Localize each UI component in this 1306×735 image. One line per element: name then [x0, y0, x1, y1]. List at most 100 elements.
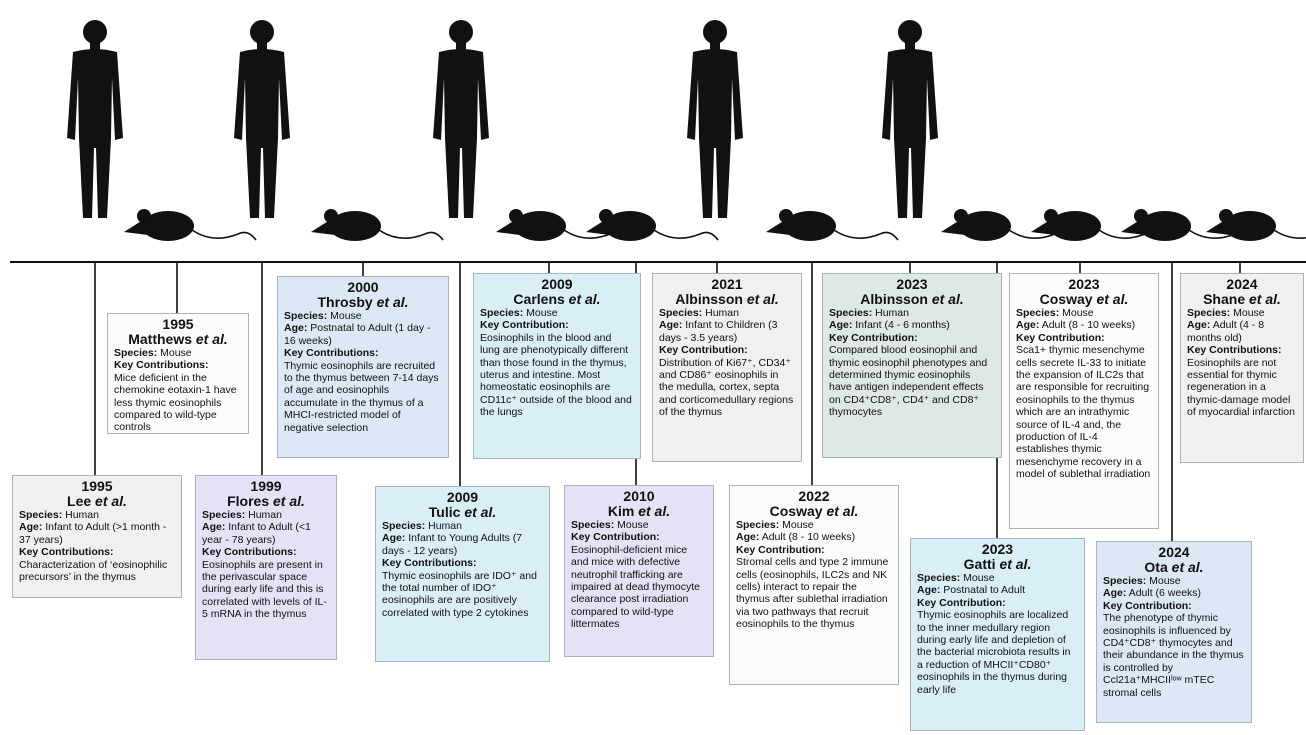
entry-card: 2021 Albinsson et al. Species: Human Age… [652, 273, 802, 462]
entry-year: 1995 [114, 317, 242, 332]
human-silhouette-icon [687, 20, 743, 218]
entry-contribution-text: Eosinophil-deficient mice and mice with … [571, 544, 707, 631]
entry-field: Species: Human [659, 307, 795, 319]
entry-field: Key Contribution: [1016, 332, 1152, 344]
entry-field: Key Contributions: [114, 359, 242, 371]
entry-field: Species: Mouse [1016, 307, 1152, 319]
entry-field: Key Contribution: [736, 544, 892, 556]
entry-contribution-text: Distribution of Ki67⁺, CD34⁺ and CD86⁺ e… [659, 357, 795, 419]
entry-field: Species: Mouse [114, 347, 242, 359]
entry-field: Age: Adult (8 - 10 weeks) [736, 531, 892, 543]
entry-contribution-text: Mice deficient in the chemokine eotaxin-… [114, 372, 242, 434]
entry-field: Key Contributions: [382, 557, 543, 569]
entry-author: Cosway et al. [736, 504, 892, 519]
entry-field: Species: Mouse [1187, 307, 1297, 319]
entry-field: Age: Adult (8 - 10 weeks) [1016, 319, 1152, 331]
entry-contribution-text: Thymic eosinophils are IDO⁺ and the tota… [382, 570, 543, 620]
entry-field: Species: Mouse [1103, 575, 1245, 587]
entry-contribution-text: Characterization of ‘eosinophilic precur… [19, 559, 175, 584]
entry-year: 2022 [736, 489, 892, 504]
entry-field: Key Contributions: [284, 347, 442, 359]
entry-field: Age: Infant to Children (3 days - 3.5 ye… [659, 319, 795, 344]
entry-year: 2009 [480, 277, 634, 292]
entry-year: 1995 [19, 479, 175, 494]
entry-field: Species: Human [202, 509, 330, 521]
entry-year: 2023 [917, 542, 1078, 557]
mouse-icon [1206, 209, 1306, 241]
entry-contribution-text: Compared blood eosinophil and thymic eos… [829, 344, 995, 418]
entry-contribution-text: Thymic eosinophils are localized to the … [917, 609, 1078, 696]
entry-field: Age: Infant to Adult (>1 month - 37 year… [19, 521, 175, 546]
entry-card: 2000 Throsby et al. Species: Mouse Age: … [277, 276, 449, 458]
entry-card: 2023 Albinsson et al. Species: Human Age… [822, 273, 1002, 458]
human-silhouette-icon [433, 20, 489, 218]
entry-contribution-text: Sca1+ thymic mesenchyme cells secrete IL… [1016, 344, 1152, 480]
entry-year: 2024 [1187, 277, 1297, 292]
entry-contribution-text: The phenotype of thymic eosinophils is i… [1103, 612, 1245, 699]
entry-card: 2024 Shane et al. Species: Mouse Age: Ad… [1180, 273, 1304, 463]
entry-field: Key Contribution: [1103, 600, 1245, 612]
entry-field: Age: Infant (4 - 6 months) [829, 319, 995, 331]
entry-contribution-text: Thymic eosinophils are recruited to the … [284, 360, 442, 434]
mouse-icon [311, 209, 443, 241]
entry-contribution-text: Eosinophils in the blood and lung are ph… [480, 332, 634, 419]
entry-field: Key Contribution: [917, 597, 1078, 609]
entry-field: Key Contribution: [659, 344, 795, 356]
entry-field: Key Contribution: [829, 332, 995, 344]
entry-card: 2009 Tulic et al. Species: Human Age: In… [375, 486, 550, 662]
entry-author: Kim et al. [571, 504, 707, 519]
entry-card: 2023 Gatti et al. Species: Mouse Age: Po… [910, 538, 1085, 731]
entry-field: Key Contribution: [571, 531, 707, 543]
entry-author: Ota et al. [1103, 560, 1245, 575]
entry-field: Species: Mouse [917, 572, 1078, 584]
entry-author: Flores et al. [202, 494, 330, 509]
entry-author: Albinsson et al. [659, 292, 795, 307]
mouse-icon [766, 209, 898, 241]
entry-year: 2009 [382, 490, 543, 505]
entry-field: Species: Mouse [480, 307, 634, 319]
entry-field: Species: Mouse [284, 310, 442, 322]
entry-card: 2023 Cosway et al. Species: Mouse Age: A… [1009, 273, 1159, 529]
entry-author: Lee et al. [19, 494, 175, 509]
human-silhouette-icon [67, 20, 123, 218]
entry-card: 2010 Kim et al. Species: Mouse Key Contr… [564, 485, 714, 657]
entry-field: Species: Mouse [571, 519, 707, 531]
entry-author: Shane et al. [1187, 292, 1297, 307]
entry-field: Age: Adult (4 - 8 months old) [1187, 319, 1297, 344]
entry-field: Age: Postnatal to Adult [917, 584, 1078, 596]
entry-card: 1999 Flores et al. Species: Human Age: I… [195, 475, 337, 660]
human-silhouette-icon [234, 20, 290, 218]
entry-card: 1995 Lee et al. Species: Human Age: Infa… [12, 475, 182, 598]
entry-field: Species: Human [382, 520, 543, 532]
entry-year: 2023 [829, 277, 995, 292]
entry-year: 2024 [1103, 545, 1245, 560]
entry-author: Albinsson et al. [829, 292, 995, 307]
entry-field: Key Contributions: [19, 546, 175, 558]
entry-author: Tulic et al. [382, 505, 543, 520]
entry-field: Age: Infant to Adult (<1 year - 78 years… [202, 521, 330, 546]
entry-card: 2024 Ota et al. Species: Mouse Age: Adul… [1096, 541, 1252, 723]
entry-field: Species: Mouse [736, 519, 892, 531]
entry-year: 2000 [284, 280, 442, 295]
mouse-icon [124, 209, 256, 241]
entry-field: Key Contributions: [1187, 344, 1297, 356]
entry-year: 2010 [571, 489, 707, 504]
entry-field: Age: Adult (6 weeks) [1103, 587, 1245, 599]
entry-card: 2009 Carlens et al. Species: Mouse Key C… [473, 273, 641, 459]
entry-field: Species: Human [829, 307, 995, 319]
entry-card: 2022 Cosway et al. Species: Mouse Age: A… [729, 485, 899, 685]
entry-field: Age: Infant to Young Adults (7 days - 12… [382, 532, 543, 557]
entry-author: Carlens et al. [480, 292, 634, 307]
entry-contribution-text: Eosinophils are not essential for thymic… [1187, 357, 1297, 419]
entry-year: 2023 [1016, 277, 1152, 292]
entry-field: Key Contribution: [480, 319, 634, 331]
entry-year: 2021 [659, 277, 795, 292]
entry-field: Key Contributions: [202, 546, 330, 558]
entry-contribution-text: Eosinophils are present in the perivascu… [202, 559, 330, 621]
entry-contribution-text: Stromal cells and type 2 immune cells (e… [736, 556, 892, 630]
entry-author: Cosway et al. [1016, 292, 1152, 307]
entry-card: 1995 Matthews et al. Species: Mouse Key … [107, 313, 249, 434]
entry-author: Gatti et al. [917, 557, 1078, 572]
human-silhouette-icon [882, 20, 938, 218]
entry-year: 1999 [202, 479, 330, 494]
